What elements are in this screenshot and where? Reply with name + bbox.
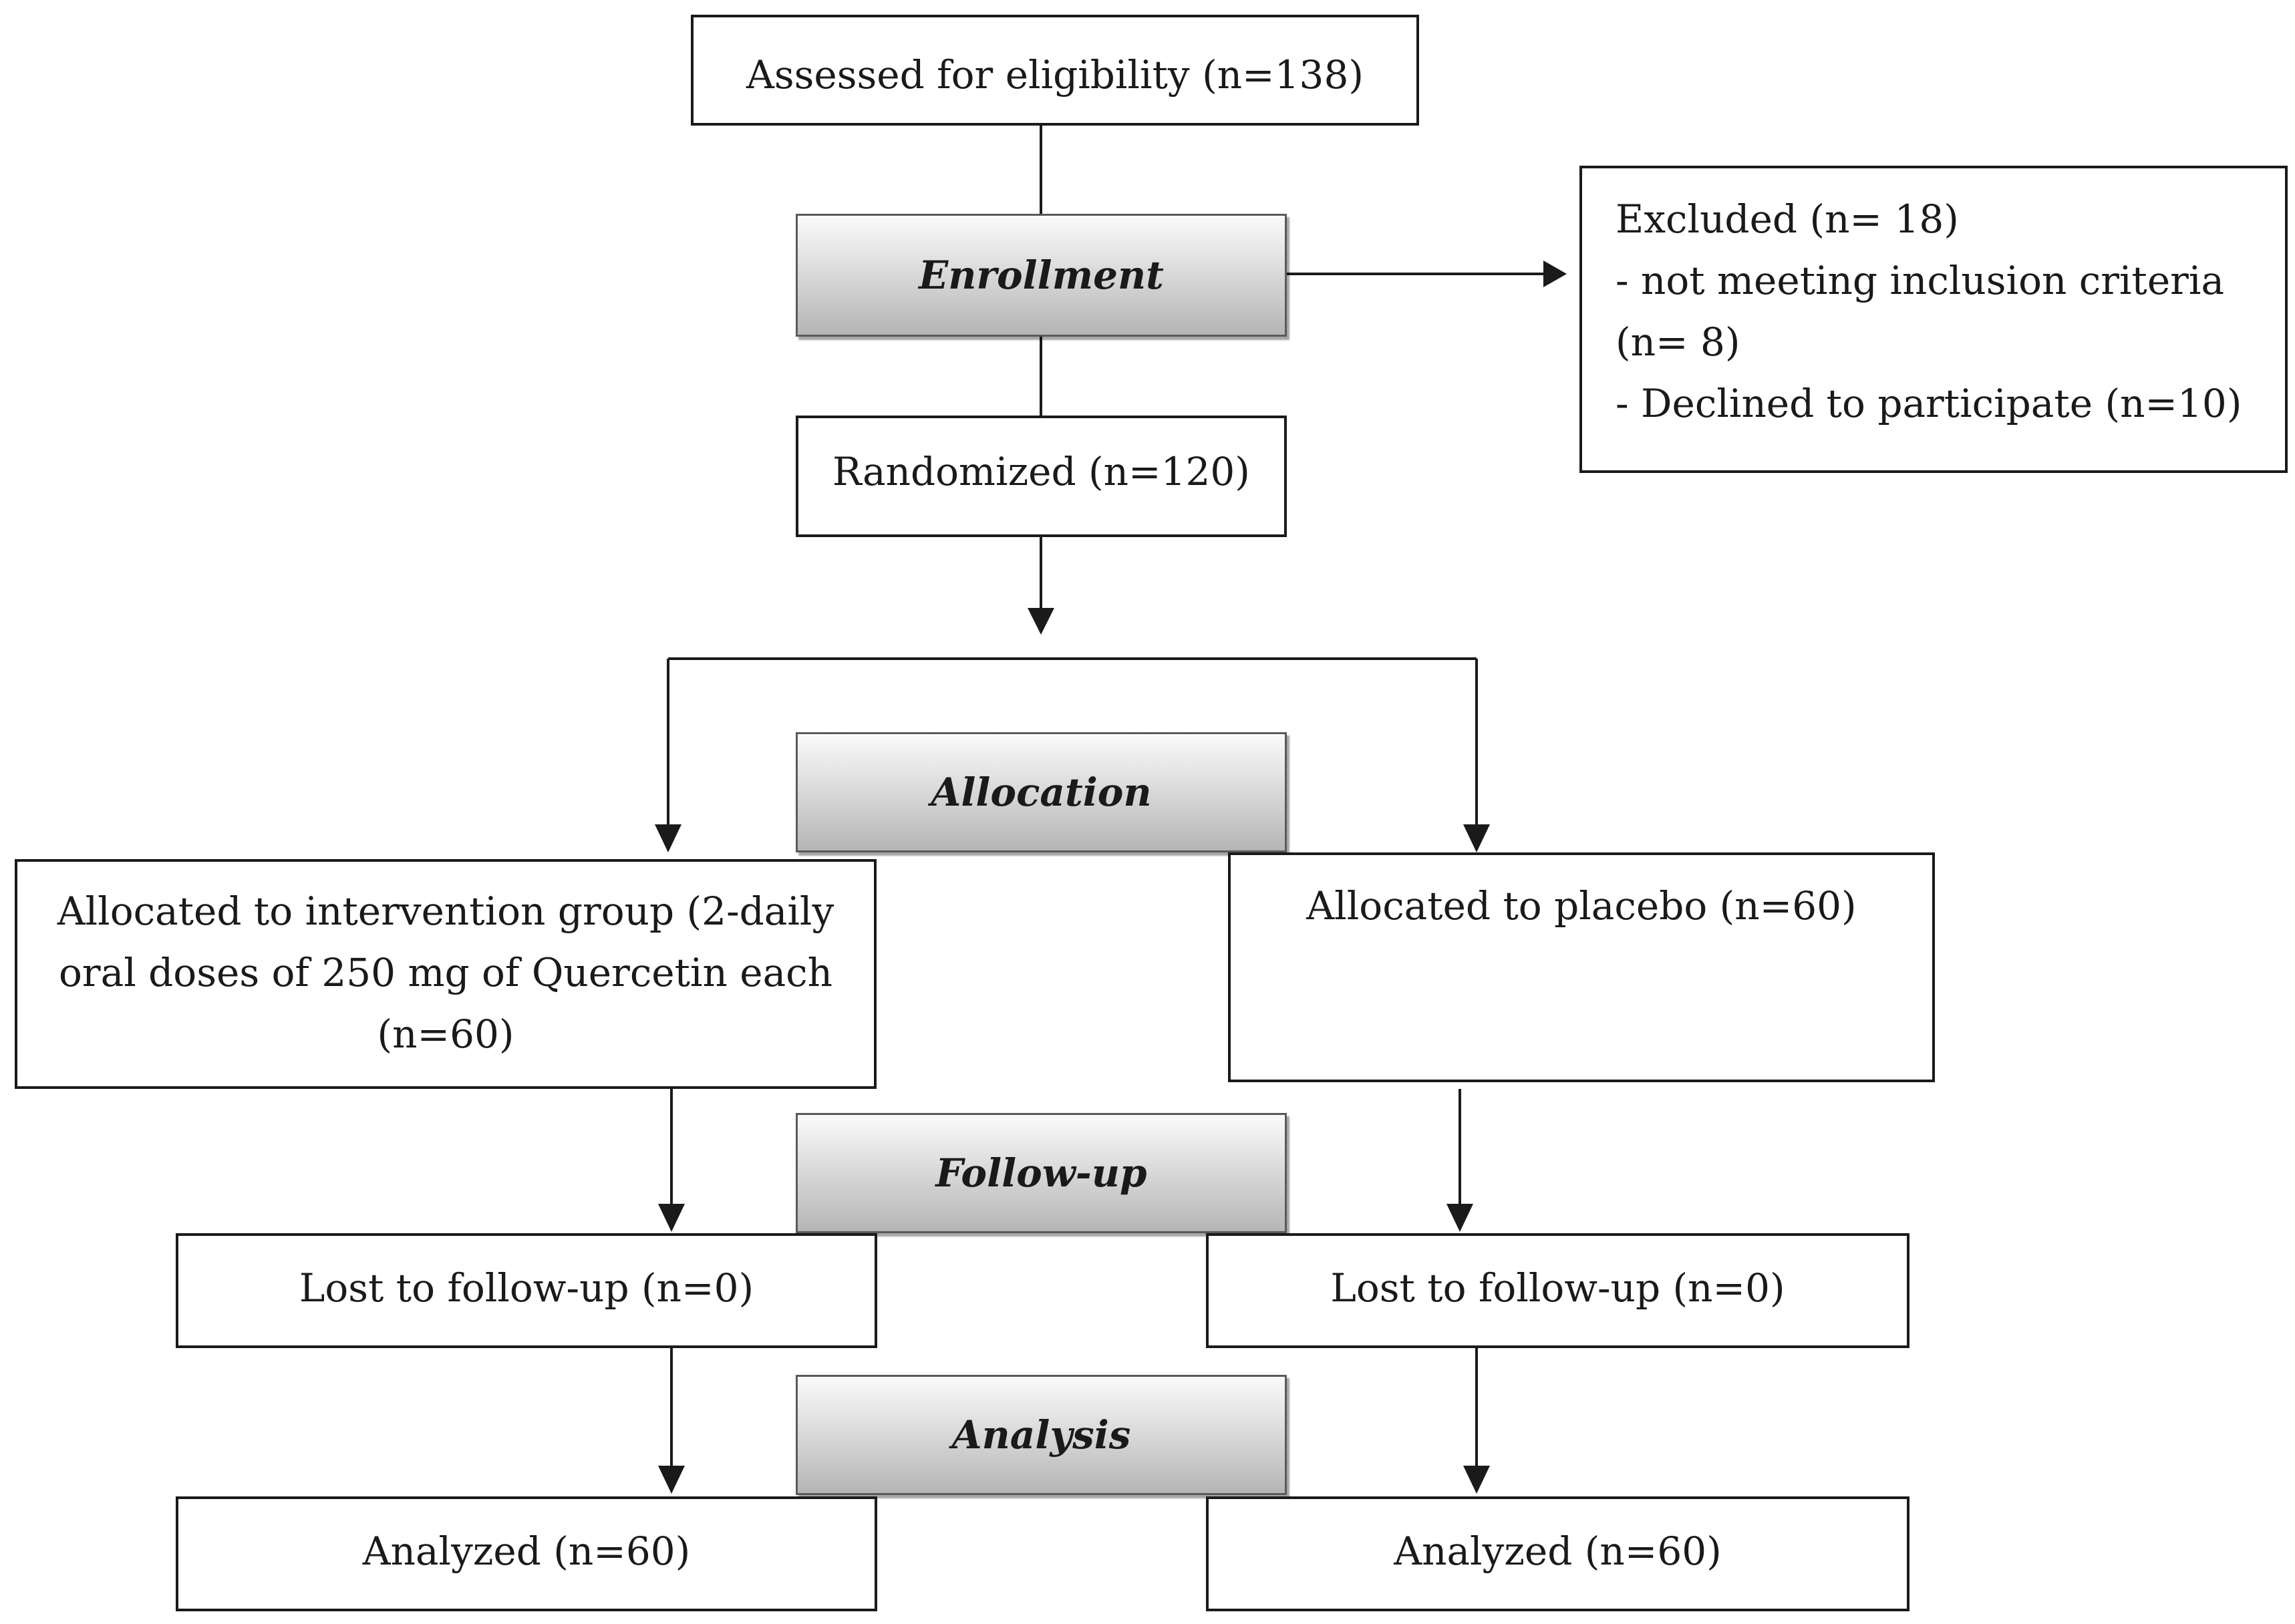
arrowhead-lost-left bbox=[658, 1204, 685, 1232]
assessed-text: Assessed for eligibility (n=138) bbox=[746, 52, 1364, 98]
arrowhead-analyzed-left bbox=[658, 1466, 685, 1494]
intervention-analyzed-text: Analyzed (n=60) bbox=[362, 1528, 691, 1574]
followup-stage-label: Follow-up bbox=[796, 1113, 1287, 1233]
intervention-analyzed-box: Analyzed (n=60) bbox=[176, 1496, 877, 1611]
excluded-line-1: Excluded (n= 18) bbox=[1616, 196, 1959, 242]
randomized-text: Randomized (n=120) bbox=[832, 449, 1250, 494]
excluded-line-4: - Declined to participate (n=10) bbox=[1616, 381, 2242, 426]
placebo-lost-box: Lost to follow-up (n=0) bbox=[1206, 1233, 1909, 1348]
excluded-box: Excluded (n= 18) - not meeting inclusion… bbox=[1579, 166, 2288, 473]
placebo-text: Allocated to placebo (n=60) bbox=[1306, 883, 1857, 929]
placebo-analyzed-box: Analyzed (n=60) bbox=[1206, 1496, 1909, 1611]
intervention-lost-text: Lost to follow-up (n=0) bbox=[299, 1265, 754, 1311]
allocation-stage-label: Allocation bbox=[796, 732, 1287, 852]
placebo-box: Allocated to placebo (n=60) bbox=[1228, 852, 1935, 1082]
arrowhead-split-right bbox=[1463, 824, 1490, 852]
assessed-box: Assessed for eligibility (n=138) bbox=[691, 15, 1419, 126]
intervention-line-3: (n=60) bbox=[377, 1011, 514, 1057]
intervention-lost-box: Lost to follow-up (n=0) bbox=[176, 1233, 877, 1348]
arrowhead-lost-right bbox=[1446, 1204, 1473, 1232]
enrollment-stage-label: Enrollment bbox=[796, 214, 1287, 337]
excluded-line-2: - not meeting inclusion criteria bbox=[1616, 258, 2225, 303]
arrowhead-excluded bbox=[1543, 261, 1567, 287]
analysis-stage-label: Analysis bbox=[796, 1375, 1287, 1495]
arrowhead-split-left bbox=[655, 824, 681, 852]
placebo-lost-text: Lost to follow-up (n=0) bbox=[1330, 1265, 1785, 1311]
intervention-line-2: oral doses of 250 mg of Quercetin each bbox=[58, 950, 833, 995]
randomized-box: Randomized (n=120) bbox=[796, 416, 1287, 537]
intervention-line-1: Allocated to intervention group (2-daily bbox=[57, 888, 834, 934]
placebo-analyzed-text: Analyzed (n=60) bbox=[1394, 1528, 1722, 1574]
arrowhead-randomized-split bbox=[1028, 608, 1054, 635]
intervention-box: Allocated to intervention group (2-daily… bbox=[15, 859, 877, 1089]
arrowhead-analyzed-right bbox=[1463, 1466, 1490, 1494]
excluded-line-3: (n= 8) bbox=[1616, 319, 1740, 365]
